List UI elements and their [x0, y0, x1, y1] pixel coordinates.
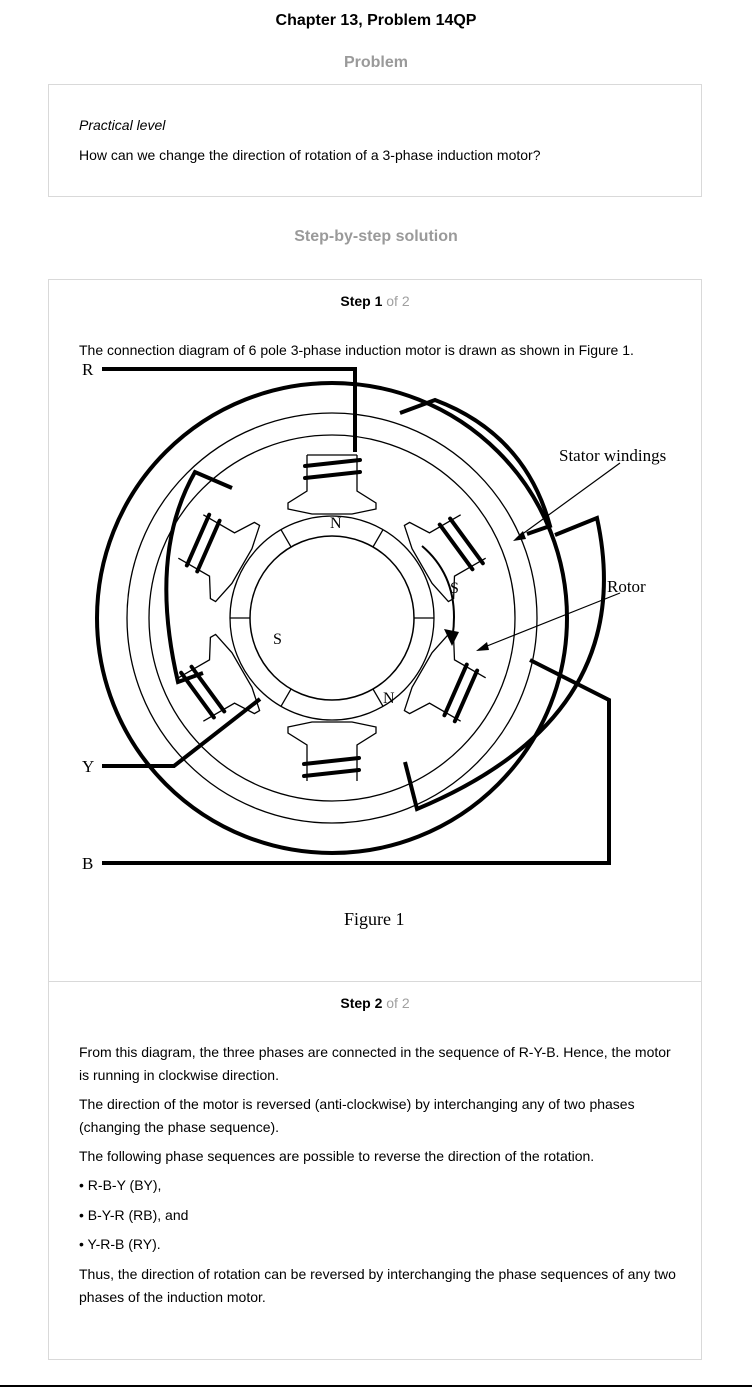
rotor-pole-s-right: S	[450, 580, 459, 597]
stator-ring-outer	[126, 412, 538, 824]
stator-pole	[178, 514, 261, 603]
motor-connection-diagram: R Y B Stator windings Rotor N S N S Figu…	[82, 364, 666, 929]
phase-b-lead	[102, 658, 611, 865]
phase-y-lead	[102, 697, 262, 768]
problem-question: How can we change the direction of rotat…	[79, 147, 541, 163]
step-2-bullet-1: • R-B-Y (BY),	[79, 1177, 162, 1193]
step-2-paragraph-2: The direction of the motor is reversed (…	[79, 1096, 635, 1135]
rotor-leader-arrowhead	[476, 642, 489, 651]
step-1-label: Step 1 of 2	[49, 293, 701, 309]
step-2-bullet-2: • B-Y-R (RB), and	[79, 1207, 189, 1223]
step-2-number: Step 2	[340, 995, 383, 1011]
stator-poles	[178, 454, 486, 781]
stator-pole	[403, 514, 486, 603]
stator-windings-label: Stator windings	[559, 446, 666, 465]
page-title: Chapter 13, Problem 14QP	[275, 12, 477, 29]
stator-pole	[287, 454, 377, 515]
left-coil-loop	[164, 469, 233, 685]
step-1-number: Step 1	[340, 293, 383, 309]
step-2-bullet-3: • Y-R-B (RY).	[79, 1236, 161, 1252]
step-2-label: Step 2 of 2	[49, 995, 701, 1011]
problem-level: Practical level	[79, 117, 166, 133]
stator-pole	[178, 633, 261, 722]
solution-box: Step 1 of 2 The connection diagram of 6 …	[48, 279, 702, 1360]
rotor-label: Rotor	[607, 577, 646, 596]
phase-wiring	[102, 367, 611, 865]
problem-heading: Problem	[343, 54, 408, 71]
right-coil-loop	[403, 515, 606, 812]
page-bottom-rule	[0, 1385, 752, 1387]
step-2-conclusion: Thus, the direction of rotation can be r…	[79, 1266, 676, 1305]
step-2-paragraph-1: From this diagram, the three phases are …	[79, 1044, 671, 1083]
rotor-inner-circle	[249, 535, 415, 701]
stator-coil	[184, 512, 222, 574]
stator-coil	[302, 756, 361, 778]
rotor-pole-s-left: S	[273, 631, 282, 648]
stator-pole	[403, 633, 486, 722]
rotation-arrow	[421, 545, 455, 641]
stator-coil	[437, 516, 485, 572]
solution-heading: Step-by-step solution	[294, 228, 458, 245]
step-1-text: The connection diagram of 6 pole 3-phase…	[79, 342, 634, 358]
step-2-total: of 2	[386, 995, 410, 1011]
terminal-r-label: R	[82, 364, 94, 379]
terminal-y-label: Y	[82, 757, 94, 776]
rotor-dividers	[230, 529, 434, 707]
rotation-arrowhead	[444, 629, 459, 646]
stator-coil	[442, 662, 480, 724]
step-2-paragraph-3: The following phase sequences are possib…	[79, 1148, 595, 1164]
rotor-pole-n-bottom: N	[383, 690, 395, 707]
stator-pole	[287, 721, 377, 781]
stator-coil	[303, 458, 362, 480]
stator-leader-arrowhead	[513, 531, 526, 541]
phase-r-lead	[102, 367, 357, 452]
stator-coils	[179, 458, 485, 778]
stator-ring-inner	[148, 434, 516, 802]
phase-r-loop	[399, 397, 553, 536]
rotor-leader-line	[481, 592, 621, 649]
rotor-pole-n-top: N	[330, 515, 342, 532]
stator-leader-line	[516, 462, 621, 539]
rotor-outer-circle	[229, 515, 435, 721]
problem-box: Practical level How can we change the di…	[48, 84, 702, 197]
step-1-total: of 2	[386, 293, 410, 309]
outer-frame-circle	[95, 381, 569, 855]
step-divider	[49, 981, 701, 982]
terminal-b-label: B	[82, 854, 93, 873]
figure-caption: Figure 1	[344, 909, 405, 929]
